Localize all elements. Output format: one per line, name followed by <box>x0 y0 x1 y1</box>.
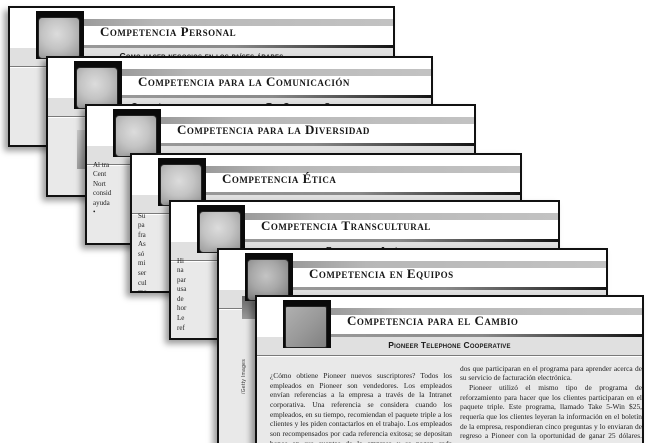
card-title: Competencia Personal <box>100 24 237 39</box>
card-title: Competencia para la Diversidad <box>177 122 370 137</box>
title-rule <box>117 143 474 146</box>
photo-thumbnail <box>199 211 241 253</box>
photo-credit: /Getty Images <box>241 358 247 394</box>
photo-thumbnail <box>160 164 202 206</box>
title-rule <box>249 287 606 290</box>
photo-credit: /Getty Images <box>68 154 74 195</box>
card-title: Competencia Ética <box>222 171 337 186</box>
title-rule <box>201 239 558 242</box>
body-text-right-column: dos que participaran en el programa para… <box>460 364 642 443</box>
clipped-body-text: Su pa fra As só mi ser cul mo <box>138 211 147 293</box>
card-title: Competencia Transcultural <box>261 218 431 233</box>
title-rule <box>78 95 431 98</box>
header-bar <box>263 261 606 268</box>
body-text-left-column: ¿Cómo obtiene Pioneer nuevos suscriptore… <box>270 370 452 443</box>
photo-thumbnail <box>38 17 80 59</box>
photo-icon <box>283 300 331 348</box>
photo-thumbnail <box>115 115 157 157</box>
photo-icon <box>245 253 293 301</box>
title-rule <box>162 192 520 195</box>
competency-card-cambio: Competencia para el Cambio Pioneer Telep… <box>255 295 644 443</box>
header-bar <box>176 166 520 173</box>
card-body: ¿Cómo obtiene Pioneer nuevos suscriptore… <box>257 356 642 443</box>
header-bar <box>92 69 431 76</box>
photo-icon <box>113 109 161 157</box>
photo-icon <box>197 205 245 253</box>
header-bar <box>54 19 393 26</box>
header-bar <box>131 117 474 124</box>
photo-icon <box>36 11 84 59</box>
header-bar <box>301 308 642 315</box>
photo-fragment <box>242 296 255 319</box>
card-title: Competencia en Equipos <box>309 266 454 281</box>
card-title: Competencia para la Comunicación <box>138 74 350 89</box>
card-subtitle: Pioneer Telephone Cooperative <box>388 340 511 350</box>
body-paragraph: dos que participaran en el programa para… <box>460 363 642 383</box>
clipped-body-text: Al tra Cent Nort consid ayuda • <box>93 160 112 217</box>
subtitle-band: Pioneer Telephone Cooperative <box>257 337 642 356</box>
header-bar <box>215 213 558 220</box>
photo-fragment <box>77 130 87 169</box>
clipped-body-text: Hi na par usa de hor Le ref se za <box>177 256 187 332</box>
card-title: Competencia para el Cambio <box>347 313 519 328</box>
body-paragraph: Pioneer utilizó el mismo tipo de program… <box>460 382 642 443</box>
photo-thumbnail <box>76 67 118 109</box>
photo-credit: /Getty Images <box>31 104 37 145</box>
title-rule <box>287 334 642 337</box>
photo-icon <box>74 61 122 109</box>
photo-thumbnail <box>285 306 327 348</box>
photo-icon <box>158 158 206 206</box>
title-rule <box>40 45 393 48</box>
